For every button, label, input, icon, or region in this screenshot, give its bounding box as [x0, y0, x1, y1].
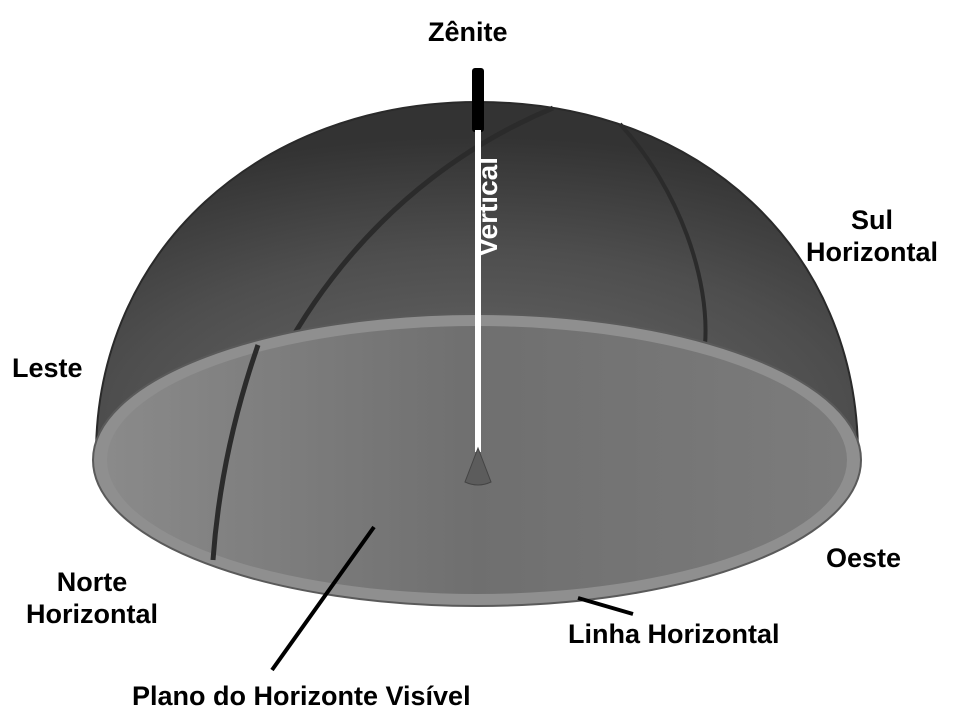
- south-horizontal-label: Sul Horizontal: [806, 204, 938, 269]
- horizon-line-pointer: [577, 596, 634, 616]
- observer-cone: [464, 446, 492, 486]
- plane-pointer-line: [270, 525, 376, 672]
- north-horizontal-label: Norte Horizontal: [26, 566, 158, 631]
- zenith-pole: [472, 68, 484, 132]
- east-label: Leste: [12, 353, 83, 383]
- horizon-line-label: Linha Horizontal: [568, 619, 780, 649]
- vertical-line: [475, 130, 481, 452]
- south-label-line1: Sul: [850, 205, 893, 235]
- south-label-line2: Horizontal: [806, 237, 938, 268]
- vertical-label: Vertical: [472, 156, 504, 257]
- west-label: Oeste: [826, 543, 902, 573]
- horizon-plane-label: Plano do Horizonte Visível: [132, 681, 471, 711]
- north-label-line1: Norte: [56, 567, 128, 597]
- meridian-arc-front: [210, 344, 261, 561]
- zenith-label: Zênite: [428, 17, 508, 47]
- meridian-arc-right: [618, 122, 708, 346]
- north-label-line2: Horizontal: [26, 599, 158, 630]
